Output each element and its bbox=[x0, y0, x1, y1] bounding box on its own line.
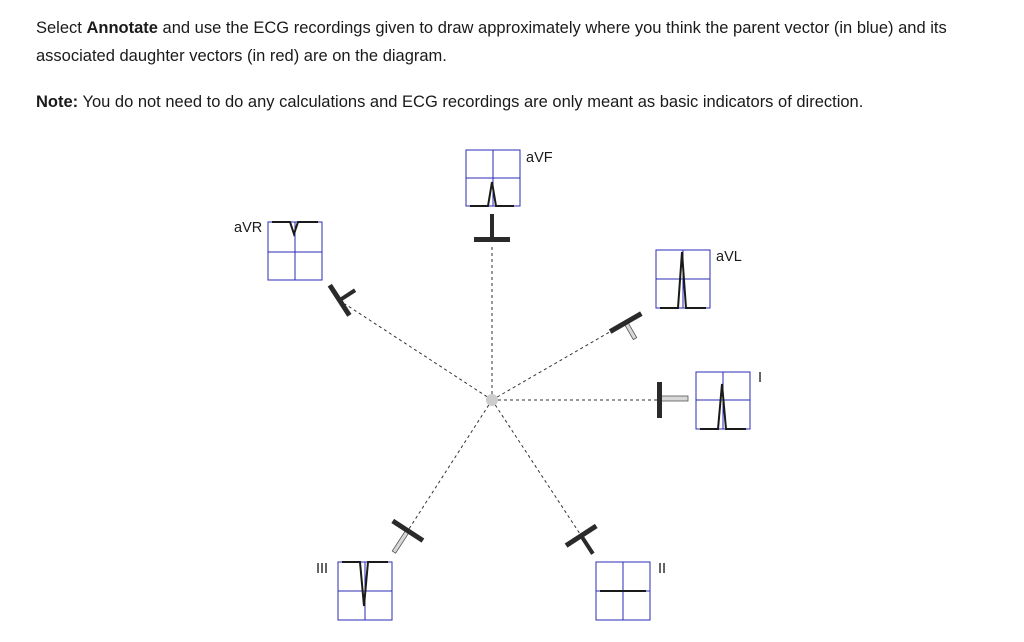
axis-line-avl bbox=[491, 321, 628, 401]
ecg-box-avr bbox=[267, 221, 323, 281]
electrode-ii[interactable] bbox=[564, 523, 608, 564]
lead-label-ii: II bbox=[658, 561, 666, 577]
instruction-body: and use the ECG recordings given to draw… bbox=[36, 19, 947, 65]
ecg-trace-avl bbox=[660, 251, 706, 309]
axis-line-avr bbox=[344, 303, 493, 401]
ecg-box-avl bbox=[655, 249, 711, 309]
lead-label-avl: aVL bbox=[716, 249, 742, 265]
instructions: Select Annotate and use the ECG recordin… bbox=[36, 14, 996, 116]
note-label: Note: bbox=[36, 93, 79, 111]
lead-label-avf: aVF bbox=[526, 150, 553, 166]
instruction-text: Select Annotate and use the ECG recordin… bbox=[36, 14, 996, 70]
electrode-i[interactable] bbox=[657, 382, 689, 418]
electrode-avf[interactable] bbox=[474, 214, 510, 242]
axis-lines bbox=[344, 244, 660, 538]
ecg-box-ii bbox=[595, 561, 651, 621]
ecg-box-iii bbox=[337, 561, 393, 621]
ecg-box-i bbox=[695, 371, 751, 430]
axis-line-ii bbox=[491, 399, 583, 538]
ecg-trace-i bbox=[700, 383, 746, 430]
ecg-trace-avr bbox=[272, 221, 318, 238]
electrode-avl[interactable] bbox=[608, 311, 651, 347]
ecg-box-avf bbox=[465, 149, 521, 207]
ecg-trace-iii bbox=[342, 561, 388, 607]
annotate-keyword: Annotate bbox=[86, 19, 158, 37]
electrode-iii[interactable] bbox=[379, 518, 425, 562]
lead-label-i: I bbox=[758, 370, 762, 386]
electrode-avr[interactable] bbox=[327, 275, 365, 317]
lead-label-iii: III bbox=[316, 561, 328, 577]
instruction-prefix: Select bbox=[36, 19, 87, 37]
lead-label-avr: aVR bbox=[234, 220, 262, 236]
note-text: Note: You do not need to do any calculat… bbox=[36, 88, 996, 116]
axis-line-iii bbox=[406, 399, 493, 533]
ecg-trace-avf bbox=[470, 181, 514, 207]
note-body: You do not need to do any calculations a… bbox=[78, 93, 864, 111]
center-point[interactable] bbox=[486, 394, 498, 406]
